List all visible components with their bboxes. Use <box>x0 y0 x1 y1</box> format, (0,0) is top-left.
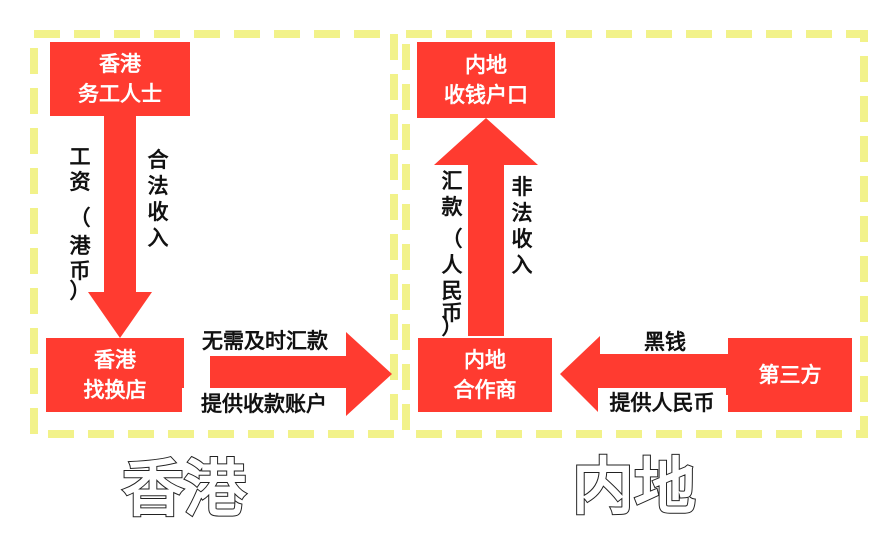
svg-text:）: ） <box>442 315 463 339</box>
node-third-party: 第三方 <box>728 338 852 412</box>
label-legal-income: 合 法 收 入 <box>148 148 170 250</box>
svg-text:内地: 内地 <box>465 53 507 77</box>
svg-text:汇: 汇 <box>442 169 463 193</box>
svg-text:非: 非 <box>512 175 533 199</box>
svg-text:黑钱: 黑钱 <box>644 330 686 354</box>
svg-text:（: （ <box>442 227 463 251</box>
svg-text:工: 工 <box>70 145 91 169</box>
region-title-mainland: 内地 <box>572 450 696 523</box>
svg-text:民: 民 <box>442 279 463 303</box>
svg-text:收: 收 <box>148 200 169 224</box>
node-mainland-account: 内地 收钱户口 <box>417 42 555 118</box>
svg-text:务工人士: 务工人士 <box>78 82 162 106</box>
svg-text:香港: 香港 <box>99 52 142 76</box>
svg-text:）: ） <box>70 279 91 303</box>
mainland-region-border <box>402 30 868 438</box>
svg-text:合: 合 <box>148 148 170 172</box>
svg-text:港: 港 <box>70 234 92 258</box>
label-black-money: 黑钱 <box>644 330 686 354</box>
svg-text:第三方: 第三方 <box>759 363 822 387</box>
svg-text:提供收款账户: 提供收款账户 <box>201 392 327 416</box>
region-title-hong-kong: 香港 <box>122 452 247 525</box>
svg-text:内地: 内地 <box>464 348 506 372</box>
svg-text:币: 币 <box>70 259 91 283</box>
svg-text:提供人民币: 提供人民币 <box>610 391 715 415</box>
svg-text:无需及时汇款: 无需及时汇款 <box>202 329 329 353</box>
arrow-worker-to-exchange <box>88 115 152 338</box>
svg-text:收: 收 <box>512 227 533 251</box>
hong-kong-region-border <box>30 30 398 438</box>
label-remit-rmb: 汇 款 （ 人 民 币 ） <box>442 169 464 339</box>
label-provide-rmb: 提供人民币 <box>598 388 726 418</box>
label-provide-account: 提供收款账户 <box>182 388 346 420</box>
node-hk-exchange: 香港 找换店 <box>46 338 184 412</box>
node-mainland-partner: 内地 合作商 <box>418 338 552 412</box>
svg-text:合作商: 合作商 <box>454 378 517 402</box>
node-hk-worker: 香港 务工人士 <box>50 42 190 116</box>
svg-text:找换店: 找换店 <box>84 378 147 402</box>
svg-text:资: 资 <box>70 170 91 194</box>
label-illegal-income: 非 法 收 入 <box>512 175 533 277</box>
svg-text:法: 法 <box>148 174 169 198</box>
svg-text:入: 入 <box>512 253 533 277</box>
arrow-partner-to-account <box>434 118 538 336</box>
svg-text:收钱户口: 收钱户口 <box>444 83 528 107</box>
svg-text:人: 人 <box>442 253 463 277</box>
svg-text:法: 法 <box>512 201 533 225</box>
svg-text:款: 款 <box>442 195 464 219</box>
label-wage-hkd: 工 资 （ 港 币 ） <box>70 145 92 303</box>
svg-text:入: 入 <box>148 226 169 250</box>
label-no-immediate-remit: 无需及时汇款 <box>184 326 346 356</box>
svg-text:（: （ <box>70 206 91 230</box>
svg-text:币: 币 <box>442 301 463 325</box>
svg-text:香港: 香港 <box>94 348 137 372</box>
